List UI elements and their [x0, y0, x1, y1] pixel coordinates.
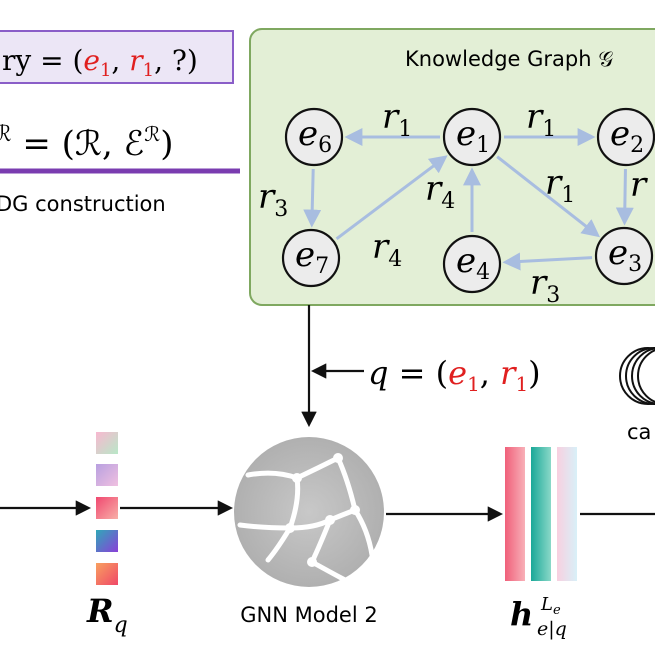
candidate-label: ca: [627, 420, 651, 444]
kg-node-circle: [442, 234, 502, 294]
rdg-construction-label: DG construction: [0, 192, 166, 216]
kg-node-e2: e2: [596, 107, 655, 167]
h-bar: [557, 447, 577, 581]
kg-nodes: e6 e1 e2 e7 e4 e3: [281, 107, 655, 294]
query-box: ry = (e1, r1, ?): [0, 30, 234, 84]
kg-node-circle: [442, 107, 502, 167]
kg-edge-label: r1: [545, 163, 575, 208]
kg-edge-label: r1: [382, 97, 412, 142]
kg-node-e4: e4: [442, 234, 502, 294]
kg-edge-label: r1: [526, 97, 556, 142]
rdg-block: ℛ = (ℛ, ℰℛ) DG construction: [0, 122, 240, 216]
kg-node-e1: e1: [442, 107, 502, 167]
kg-node-circle: [281, 228, 341, 288]
h-bar: [505, 447, 525, 581]
kg-node-e7: e7: [281, 228, 341, 288]
kg-node-label: e2: [610, 114, 644, 158]
kg-edge-e1-e3: [496, 155, 601, 238]
h-representation: h e|q Le: [505, 447, 577, 640]
kg-edge-e3-e4: [502, 252, 593, 271]
query-box-background: [0, 30, 234, 84]
rq-cell: [96, 432, 118, 454]
h-superscript: Le: [540, 594, 561, 618]
kg-edges: [303, 128, 634, 271]
kg-edge-label: r4: [425, 169, 455, 214]
kg-edge-label: r: [630, 165, 648, 205]
kg-background: [249, 28, 655, 306]
kg-node-label: e4: [456, 241, 490, 285]
kg-edge-e7-e1: [335, 155, 448, 240]
rq-embedding-stack: Rq: [86, 432, 128, 638]
kg-edge-e2-e3: [615, 168, 634, 226]
rq-cell: [96, 464, 118, 486]
rq-cell: [96, 497, 118, 519]
kg-title: Knowledge Graph 𝒢: [405, 47, 613, 71]
query-formula: ry = (e1, r1, ?): [2, 44, 198, 81]
rq-label: Rq: [86, 592, 128, 638]
kg-edge-label: r3: [258, 177, 288, 222]
candidate-circle: [637, 349, 655, 403]
kg-node-label: e7: [295, 235, 329, 279]
kg-edge-label: r3: [530, 263, 560, 308]
h-label: h: [510, 595, 533, 633]
kg-node-label: e1: [456, 114, 490, 158]
candidate-stack: ca: [619, 347, 655, 444]
gnn-model: GNN Model 2: [234, 437, 384, 627]
kg-edge-label: r4: [372, 227, 402, 272]
query-arrow-label: q = (e1, r1): [368, 354, 541, 396]
kg-edge-labels: r1 r1 r3 r4 r4 r1 r3 r: [258, 97, 648, 308]
kg-edge-e6-e7: [303, 168, 322, 228]
gnn-network-nodes: [285, 453, 360, 567]
kg-node-circle: [594, 226, 654, 286]
h-subscript: e|q: [537, 618, 567, 640]
kg-node-label: e6: [298, 114, 332, 158]
h-bar: [531, 447, 551, 581]
gnn-label: GNN Model 2: [240, 603, 377, 627]
kg-node-circle: [284, 107, 344, 167]
kg-node-e3: e3: [594, 226, 654, 286]
rq-cell: [96, 530, 118, 552]
kg-node-circle: [596, 107, 655, 167]
rq-cell: [96, 563, 118, 585]
kg-node-label: e3: [608, 233, 642, 277]
kg-node-e6: e6: [284, 107, 344, 167]
rdg-formula: ℛ = (ℛ, ℰℛ): [0, 122, 174, 164]
